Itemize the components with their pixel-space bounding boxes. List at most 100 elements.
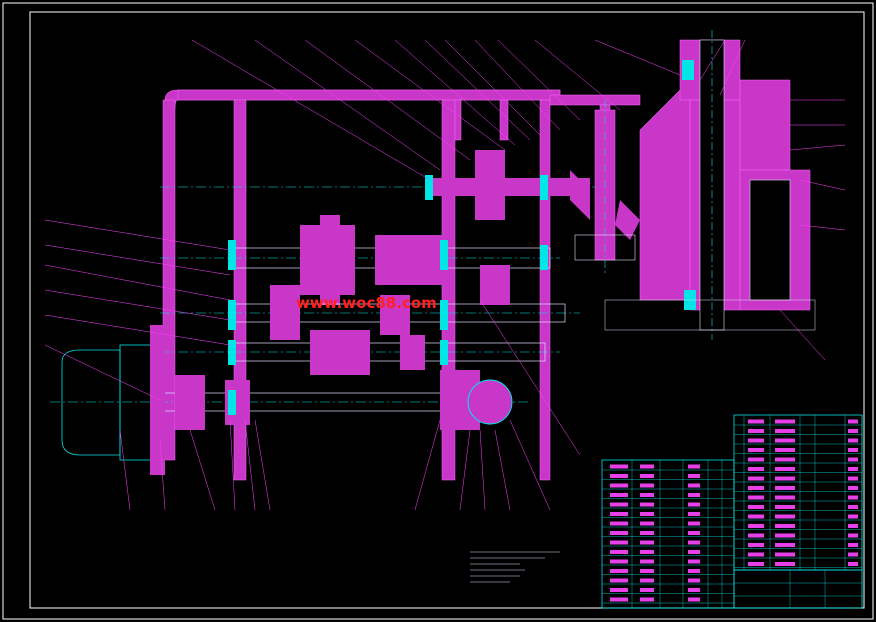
table-cell-text (775, 495, 795, 500)
table-cell-text (748, 495, 764, 500)
table-cell-text (848, 419, 858, 424)
table-cell-text (848, 457, 858, 462)
table-cell-text (610, 569, 628, 573)
table-cell-text (848, 495, 858, 500)
dimension-box (604, 299, 816, 331)
table-cell-text (610, 540, 628, 545)
gear-shafts (50, 150, 595, 430)
table-cell-text (610, 531, 628, 535)
table-cell-text (775, 533, 795, 538)
table-cell-text (688, 512, 700, 516)
table-cell-text (640, 540, 654, 545)
table-cell-text (848, 476, 858, 481)
table-cell-text (748, 562, 764, 566)
table-cell-text (688, 559, 700, 564)
leader-lines (44, 39, 846, 511)
bearing-top (682, 60, 694, 80)
table-cell-text (640, 493, 654, 497)
table-cell-text (610, 588, 628, 592)
table-cell-text (748, 448, 764, 452)
table-cell-text (610, 483, 628, 488)
table-cell-text (688, 493, 700, 497)
table-cell-text (688, 597, 700, 602)
table-cell-text (688, 483, 700, 488)
table-cell-text (610, 512, 628, 516)
table-cell-text (775, 419, 795, 424)
table-cell-text (640, 464, 654, 469)
bearings (228, 175, 548, 415)
table-cell-text (688, 569, 700, 573)
table-cell-text (610, 474, 628, 478)
table-cell-text (610, 521, 628, 526)
table-cell-text (775, 476, 795, 481)
table-cell-text (848, 562, 858, 566)
table-cell-text (610, 550, 628, 554)
table-cell-text (848, 486, 858, 490)
table-cell-text (640, 483, 654, 488)
table-cell-text (748, 533, 764, 538)
table-cell-text (688, 502, 700, 507)
table-cell-text (640, 512, 654, 516)
table-cell-text (610, 559, 628, 564)
table-cell-text (748, 486, 764, 490)
table-cell-text (748, 476, 764, 481)
electric-motor (61, 325, 165, 475)
table-cell-text (688, 474, 700, 478)
inner-frame (29, 11, 865, 609)
table-cell-text (688, 521, 700, 526)
table-cell-text (848, 505, 858, 509)
table-cell-text (775, 505, 795, 509)
spindle-cover (739, 79, 791, 171)
table-cell-text (640, 578, 654, 583)
spindle-assembly (604, 30, 816, 340)
table-cell-text (610, 597, 628, 602)
table-cell-text (848, 438, 858, 443)
table-cell-text (688, 531, 700, 535)
table-cell-text (775, 438, 795, 443)
table-cell-text (610, 493, 628, 497)
table-cell-text (775, 514, 795, 519)
table-cell-text (640, 550, 654, 554)
watermark: www.woc88.com (296, 294, 437, 312)
table-cell-text (640, 531, 654, 535)
table-cell-text (775, 562, 795, 566)
shaft-1 (425, 178, 590, 196)
table-cell-text (748, 552, 764, 557)
table-cell-text (748, 457, 764, 462)
table-cell-text (688, 540, 700, 545)
table-cell-text (848, 514, 858, 519)
table-cell-text (848, 552, 858, 557)
table-cell-text (775, 467, 795, 471)
technical-notes (470, 551, 560, 583)
table-cell-text (640, 559, 654, 564)
table-cell-text (688, 578, 700, 583)
table-cell-text (640, 597, 654, 602)
table-cell-text (775, 429, 795, 433)
parts-list-table (601, 414, 863, 609)
table-cell-text (748, 505, 764, 509)
table-cell-text (748, 438, 764, 443)
column-bore (749, 179, 791, 301)
table-cell-text (610, 502, 628, 507)
table-cell-text (775, 448, 795, 452)
table-cell-text (848, 467, 858, 471)
table-cell-text (640, 502, 654, 507)
table-cell-text (640, 588, 654, 592)
table-cell-text (748, 467, 764, 471)
table-cell-text (775, 457, 795, 462)
table-cell-text (610, 464, 628, 469)
table-cell-text (610, 578, 628, 583)
table-cell-text (748, 514, 764, 519)
table-cell-text (688, 588, 700, 592)
table-cell-text (748, 429, 764, 433)
table-cell-text (640, 474, 654, 478)
table-cell-text (775, 524, 795, 528)
spindle-housing (639, 79, 691, 301)
table-cell-text (848, 524, 858, 528)
table-cell-text (848, 543, 858, 547)
table-cell-text (775, 543, 795, 547)
table-cell-text (748, 543, 764, 547)
table-cell-text (640, 521, 654, 526)
